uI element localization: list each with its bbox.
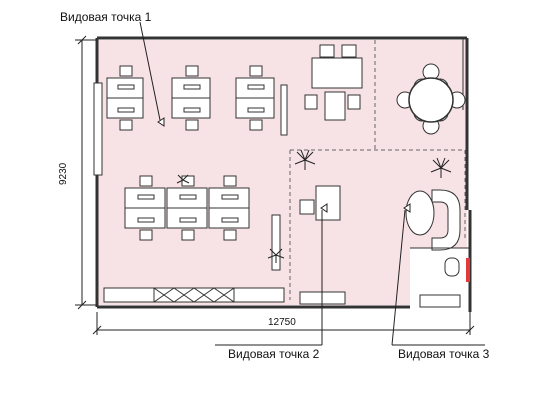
partition-lower (271, 214, 281, 271)
monitor-icon (117, 84, 135, 90)
partition-center (280, 84, 288, 136)
view-point-3-label: Видовая точка 3 (398, 347, 490, 361)
sink-icon (419, 294, 461, 308)
workstation-desks (106, 65, 275, 241)
chair-icon (139, 229, 153, 241)
chair-icon (185, 65, 199, 77)
meeting-desk (304, 44, 363, 121)
monitor-icon (247, 107, 265, 113)
chair-icon (249, 65, 263, 77)
zone-borders (289, 40, 466, 300)
toilet-icon (444, 257, 460, 277)
chair-icon (119, 119, 133, 131)
left-window-panel (93, 82, 103, 176)
monitor-icon (183, 84, 201, 90)
outer-walls (95, 36, 472, 312)
monitor-icon (117, 107, 135, 113)
plant-icon (176, 149, 452, 263)
monitor-icon (179, 217, 197, 223)
chair-icon (223, 229, 237, 241)
chair-icon (139, 175, 153, 187)
monitor-icon (183, 107, 201, 113)
sofa-icon (405, 189, 461, 251)
chair-icon (119, 65, 133, 77)
monitor-icon (221, 217, 239, 223)
reception-desk (299, 185, 341, 221)
view-point-2-label: Видовая точка 2 (228, 347, 320, 361)
chair-icon (181, 175, 195, 187)
camera-icon (157, 117, 411, 213)
monitor-icon (221, 194, 239, 200)
monitor-icon (137, 194, 155, 200)
round-table-icon (396, 63, 466, 135)
monitor-icon (247, 84, 265, 90)
height-dimension: 9230 (58, 162, 69, 185)
chair-icon (185, 119, 199, 131)
monitor-icon (179, 194, 197, 200)
width-dimension: 12750 (268, 317, 296, 328)
office-floor (97, 40, 467, 305)
view-point-1-label: Видовая точка 1 (60, 10, 152, 24)
bathroom (410, 247, 470, 308)
leader-lines (139, 21, 485, 346)
dimension-lines (75, 35, 475, 335)
chair-icon (181, 229, 195, 241)
chair-icon (249, 119, 263, 131)
chair-icon (223, 175, 237, 187)
monitor-icon (137, 217, 155, 223)
